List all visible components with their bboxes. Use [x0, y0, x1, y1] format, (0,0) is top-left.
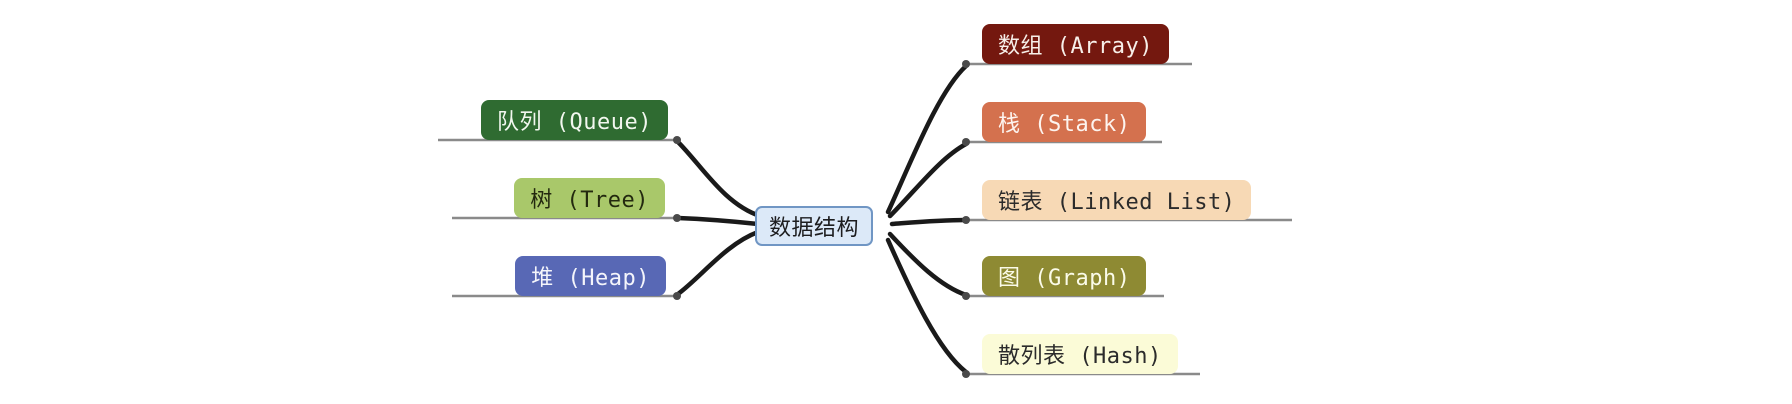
dot-heap — [673, 292, 681, 300]
topic-heap[interactable]: 堆 (Heap) — [515, 256, 666, 296]
topic-linked-list[interactable]: 链表 (Linked List) — [982, 180, 1252, 220]
topic-array[interactable]: 数组 (Array) — [982, 24, 1169, 64]
topic-stack[interactable]: 栈 (Stack) — [982, 102, 1147, 142]
branch-stack — [887, 141, 969, 219]
branch-graph — [887, 231, 969, 298]
topic-graph[interactable]: 图 (Graph) — [982, 256, 1147, 296]
dot-queue — [673, 136, 681, 144]
branch-linked-list — [889, 217, 969, 227]
topic-queue[interactable]: 队列 (Queue) — [481, 100, 668, 140]
topic-hash[interactable]: 散列表 (Hash) — [982, 334, 1178, 374]
branch-hash — [885, 237, 969, 375]
dot-tree — [673, 214, 681, 222]
dot-array — [962, 60, 970, 68]
dot-hash — [962, 370, 970, 378]
root-topic-data-structures[interactable]: 数据结构 — [755, 206, 874, 246]
branch-queue — [675, 139, 763, 219]
dot-stack — [962, 138, 970, 146]
dot-linked-list — [962, 216, 970, 224]
branch-array — [885, 63, 969, 215]
dot-graph — [962, 292, 970, 300]
branch-tree — [675, 215, 761, 227]
branch-heap — [675, 229, 761, 297]
topic-tree[interactable]: 树 (Tree) — [514, 178, 665, 218]
